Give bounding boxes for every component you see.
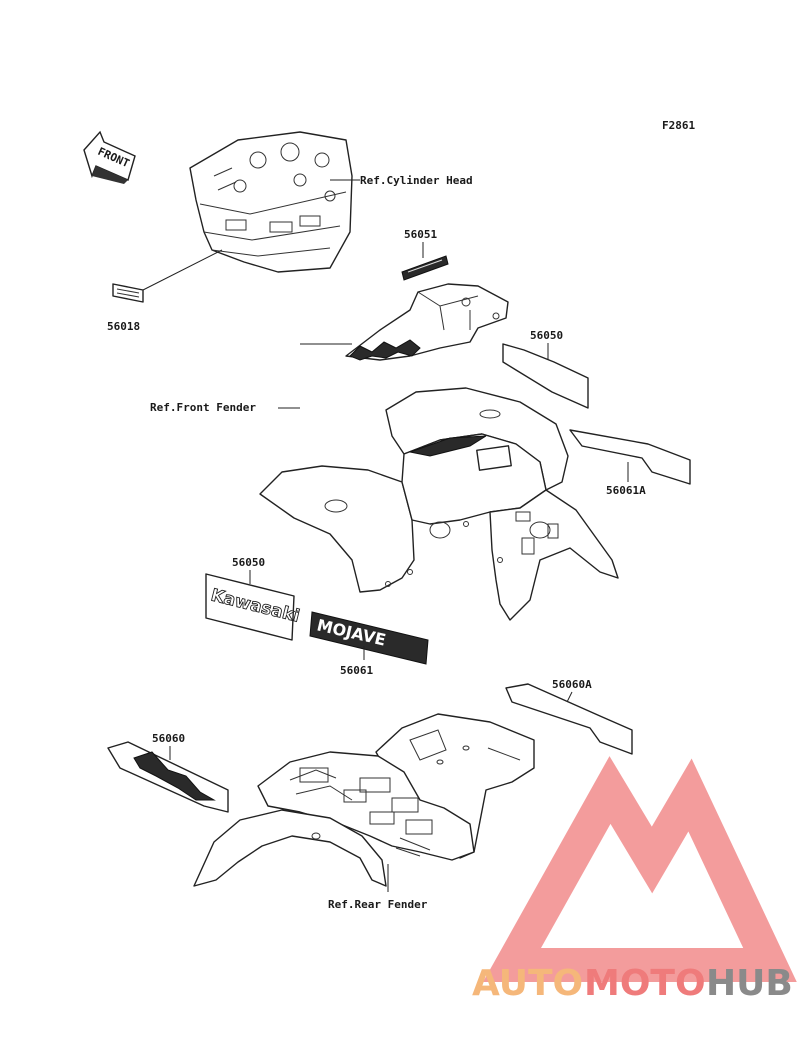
label-56050-kawasaki: 56050: [232, 556, 265, 569]
cylinder-head-drawing: [189, 131, 353, 273]
watermark-text-auto: AUTO: [472, 963, 583, 1004]
rear-fender-drawing: [193, 713, 535, 887]
decal-kawasaki: Kawasaki: [205, 573, 302, 641]
front-arrow-icon: FRONT: [83, 130, 136, 184]
decal-56061A-strip: [569, 429, 691, 485]
label-56060A: 56060A: [552, 678, 592, 691]
watermark-text: AUTO MOTO HUB: [472, 963, 793, 1004]
watermark-logo: [482, 756, 797, 982]
label-56061A: 56061A: [606, 484, 646, 497]
watermark-text-moto: MOTO: [584, 963, 706, 1004]
decal-56018: [112, 283, 144, 303]
decal-mojave: MOJAVE: [309, 611, 429, 665]
label-56060: 56060: [152, 732, 185, 745]
label-56050-top: 56050: [530, 329, 563, 342]
label-56018: 56018: [107, 320, 140, 333]
label-cylinder-head: Ref.Cylinder Head: [360, 174, 473, 187]
decal-56050-strip: [502, 343, 589, 409]
watermark-text-hub: HUB: [706, 963, 793, 1004]
label-56061: 56061: [340, 664, 373, 677]
decal-56051: [401, 255, 449, 281]
decal-56060-strip: [107, 741, 229, 813]
leader-56018: [142, 249, 223, 291]
label-rear-fender: Ref.Rear Fender: [328, 898, 428, 911]
label-56051: 56051: [404, 228, 437, 241]
front-fender-drawing: [259, 387, 619, 621]
figure-code: F2861: [662, 119, 695, 132]
decal-56060A-strip: [505, 683, 633, 755]
watermark-triangle-icon: [482, 756, 797, 982]
label-front-fender: Ref.Front Fender: [150, 401, 256, 414]
fender-bracket-drawing: [345, 283, 509, 361]
